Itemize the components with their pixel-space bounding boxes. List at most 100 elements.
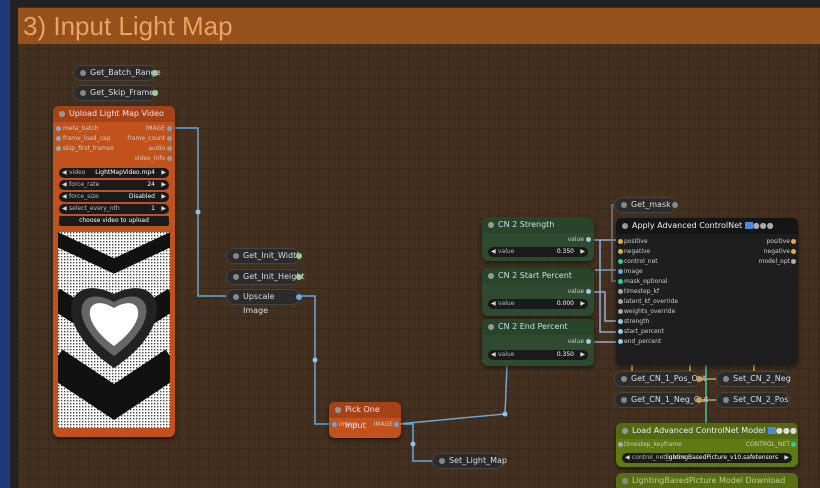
input-slot[interactable]: image [618,267,678,277]
collapse-dot-icon[interactable] [723,397,729,403]
arrow-right-icon[interactable]: ▶ [161,193,166,200]
output-slot[interactable]: value [568,287,591,297]
slot-dot[interactable] [791,249,796,254]
arrow-left-icon[interactable]: ◀ [491,300,496,307]
slot-dot[interactable] [167,146,172,151]
output-slot[interactable] [696,376,702,382]
slot-dot[interactable] [56,126,61,131]
collapse-dot-icon[interactable] [488,222,494,228]
get-cn1-neg-out-node[interactable]: Get_CN_1_Neg_Out [614,392,708,408]
output-slot[interactable]: model_opt [758,257,796,267]
slot-dot[interactable] [618,309,623,314]
slot-dot[interactable] [618,239,623,244]
arrow-left-icon[interactable]: ◀ [62,181,67,188]
output-slot[interactable]: value [568,337,591,347]
arrow-left-icon[interactable]: ◀ [62,169,67,176]
arrow-left-icon[interactable]: ◀ [491,248,496,255]
output-slot[interactable]: video_info [134,154,172,164]
output-slot[interactable]: value [568,235,591,245]
arrow-right-icon[interactable]: ▶ [161,169,166,176]
arrow-left-icon[interactable]: ◀ [62,205,67,212]
output-slot[interactable]: frame_count [127,134,172,144]
load-advanced-controlnet-model-node[interactable]: Load Advanced ControlNet Model ●●● times… [616,423,798,467]
slot-dot[interactable] [618,442,623,447]
input-slot[interactable]: frame_load_cap [56,134,110,144]
get-init-width-node[interactable]: Get_Init_Width [226,248,302,264]
slot-dot[interactable] [618,279,623,284]
slot-dot[interactable] [56,146,61,151]
slot-dot[interactable] [791,239,796,244]
slot-dot[interactable] [586,237,591,242]
collapse-dot-icon[interactable] [335,407,341,413]
collapse-dot-icon[interactable] [439,458,445,464]
arrow-right-icon[interactable]: ▶ [161,181,166,188]
input-slot[interactable]: control_net [618,257,678,267]
arrow-left-icon[interactable]: ◀ [62,193,67,200]
upload-light-map-video-node[interactable]: Upload Light Map Video meta_batch frame_… [53,106,175,437]
slot-dot[interactable] [332,422,337,427]
slot-dot[interactable] [791,259,796,264]
node-title[interactable]: CN 2 Strength [482,217,594,233]
input-slot[interactable]: skip_first_frames [56,144,114,154]
input-slot[interactable]: strength [618,317,678,327]
pick-one-input-node[interactable]: Pick One Input image IMAGE [329,402,401,438]
set-cn2-neg-node[interactable]: Set_CN_2_Neg [716,371,791,387]
output-slot[interactable]: positive [758,237,796,247]
node-title[interactable]: Load Advanced ControlNet Model ●●● [616,423,798,439]
collapse-dot-icon[interactable] [621,202,627,208]
collapse-dot-icon[interactable] [621,397,627,403]
collapse-dot-icon[interactable] [80,70,86,76]
slot-dot[interactable] [586,339,591,344]
collapse-dot-icon[interactable] [622,223,628,229]
node-title[interactable]: Upload Light Map Video [53,106,175,122]
input-slot[interactable]: image [332,420,358,430]
collapse-dot-icon[interactable] [488,273,494,279]
arrow-left-icon[interactable]: ◀ [491,351,496,358]
input-slot[interactable]: end_percent [618,337,678,347]
slot-dot[interactable] [167,156,172,161]
slot-dot[interactable] [618,249,623,254]
arrow-right-icon[interactable]: ▶ [580,248,585,255]
get-batch-range-node[interactable]: Get_Batch_Range [73,65,161,81]
slot-dot[interactable] [618,329,623,334]
collapse-dot-icon[interactable] [59,111,65,117]
input-slot[interactable]: mask_optional [618,277,678,287]
arrow-right-icon[interactable]: ▶ [784,454,789,461]
node-title[interactable]: CN 2 Start Percent [482,268,594,284]
collapse-dot-icon[interactable] [621,376,627,382]
output-slot[interactable] [296,253,302,259]
slot-dot[interactable] [618,289,623,294]
collapse-dot-icon[interactable] [80,90,86,96]
input-slot[interactable]: timestep_keyframe [618,440,682,450]
arrow-right-icon[interactable]: ▶ [161,205,166,212]
input-slot[interactable]: positive [618,237,678,247]
output-slot[interactable] [296,274,302,280]
node-title[interactable]: LightingBasedPicture Model Download Link [616,473,798,488]
slot-dot[interactable] [167,126,172,131]
output-slot[interactable] [152,70,158,76]
arrow-right-icon[interactable]: ▶ [580,351,585,358]
upscale-image-node[interactable]: Upscale Image [226,289,302,315]
input-slot[interactable]: meta_batch [56,124,99,134]
slot-dot[interactable] [394,422,399,427]
slot-dot[interactable] [618,319,623,324]
input-slot[interactable]: weights_override [618,307,678,317]
output-slot[interactable] [296,294,302,300]
slot-dot[interactable] [618,299,623,304]
collapse-dot-icon[interactable] [488,324,494,330]
get-init-height-node[interactable]: Get_Init_Height [226,269,305,285]
arrow-right-icon[interactable]: ▶ [580,300,585,307]
get-mask-node[interactable]: Get_mask [614,197,678,213]
group-header[interactable] [18,8,820,44]
output-slot[interactable] [696,397,702,403]
